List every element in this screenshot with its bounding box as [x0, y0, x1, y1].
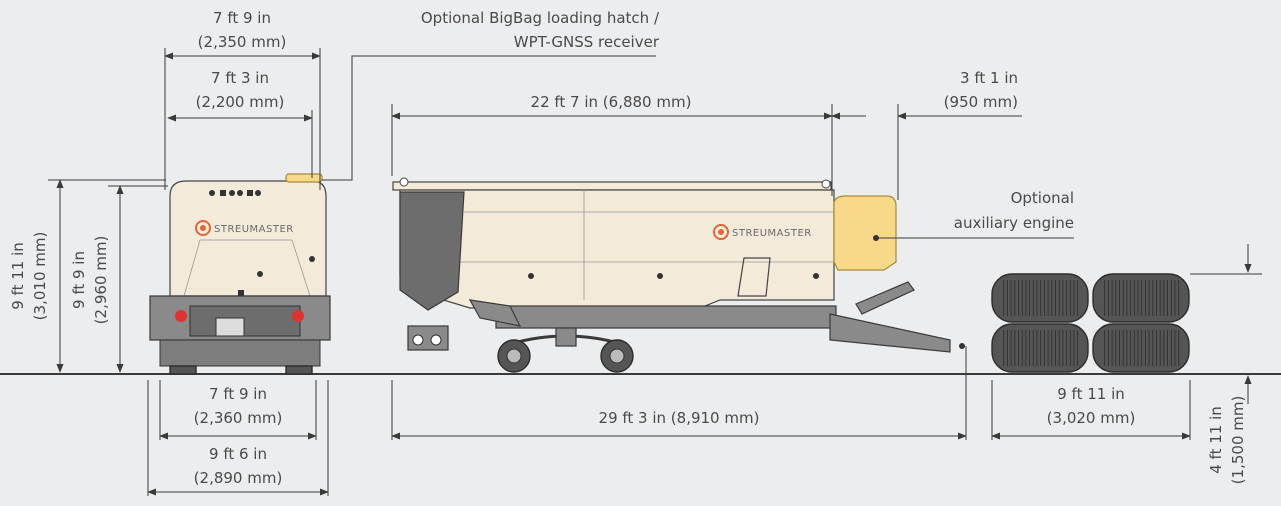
- dimension-labels: 7 ft 9 in (2,350 mm) 7 ft 3 in (2,200 mm…: [9, 9, 1247, 487]
- overall-width-mm-label: (2,890 mm): [194, 469, 283, 487]
- front-view: STREUMASTER: [149, 173, 331, 375]
- side-chassis: [495, 305, 837, 329]
- right-tail-light: [292, 310, 304, 322]
- side-logo: STREUMASTER: [713, 224, 812, 240]
- auxiliary-engine: [833, 195, 897, 271]
- side-hopper-front: [399, 191, 465, 311]
- length-total-label: 29 ft 3 in (8,910 mm): [599, 409, 760, 427]
- tire-bottom-right: [1092, 323, 1190, 373]
- tire-bottom-left: [991, 323, 1089, 373]
- tire-stack: [991, 273, 1190, 373]
- hatch-label-line1: Optional BigBag loading hatch /: [421, 9, 660, 27]
- height-total-mm-label: (3,010 mm): [31, 232, 49, 321]
- engine-ext-mm-label: (950 mm): [944, 93, 1018, 111]
- track-width-label: 7 ft 9 in: [209, 385, 267, 403]
- width-inner-top-mm-label: (2,200 mm): [196, 93, 285, 111]
- stack-width-label: 9 ft 11 in: [1057, 385, 1125, 403]
- side-wheel-rear: [600, 339, 634, 373]
- hatch-label-line2: WPT-GNSS receiver: [514, 33, 660, 51]
- side-body: [399, 189, 835, 309]
- length-body-label: 22 ft 7 in (6,880 mm): [531, 93, 692, 111]
- front-hatch: [285, 173, 323, 183]
- front-body: [169, 180, 327, 297]
- side-logo-text: STREUMASTER: [732, 228, 812, 239]
- height-body-label: 9 ft 9 in: [70, 251, 88, 309]
- tire-top-right: [1092, 273, 1190, 323]
- left-tail-light: [175, 310, 187, 322]
- dimension-lines: [48, 48, 1262, 496]
- height-body-mm-label: (2,960 mm): [92, 236, 110, 325]
- side-wheel-front: [497, 339, 531, 373]
- side-view: STREUMASTER: [392, 177, 965, 373]
- width-outer-top-label: 7 ft 9 in: [213, 9, 271, 27]
- stack-width-mm-label: (3,020 mm): [1047, 409, 1136, 427]
- height-total-label: 9 ft 11 in: [9, 242, 27, 310]
- front-logo-text: STREUMASTER: [214, 224, 294, 235]
- engine-label-line1: Optional: [1011, 189, 1074, 207]
- overall-width-label: 9 ft 6 in: [209, 445, 267, 463]
- front-logo: STREUMASTER: [195, 220, 294, 236]
- tire-top-left: [991, 273, 1089, 323]
- width-inner-top-label: 7 ft 3 in: [211, 69, 269, 87]
- stack-height-mm-label: (1,500 mm): [1229, 396, 1247, 485]
- width-outer-top-mm-label: (2,350 mm): [198, 33, 287, 51]
- stack-height-label: 4 ft 11 in: [1207, 406, 1225, 474]
- track-width-mm-label: (2,360 mm): [194, 409, 283, 427]
- side-drawbar: [829, 313, 951, 353]
- engine-label-line2: auxiliary engine: [954, 214, 1074, 232]
- front-top-vents: [209, 190, 261, 196]
- engine-ext-label: 3 ft 1 in: [960, 69, 1018, 87]
